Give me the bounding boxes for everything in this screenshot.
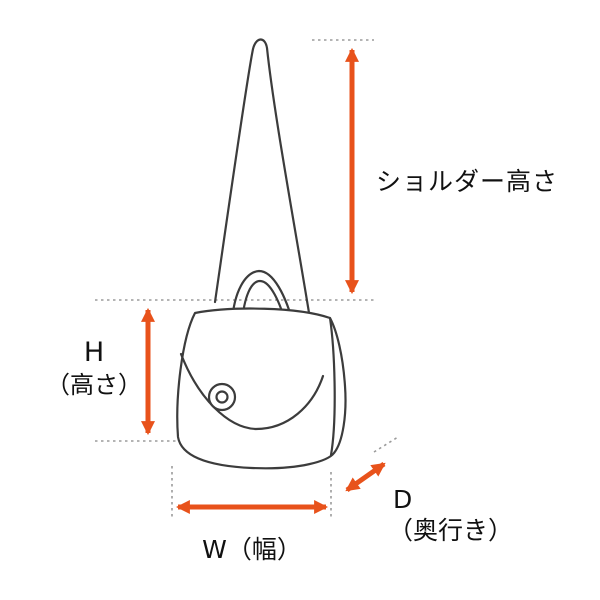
width-label: W（幅） <box>202 535 302 564</box>
shoulder-height-label: ショルダー高さ <box>376 167 559 196</box>
depth-label-letter: D <box>393 485 413 514</box>
guide-depth-top <box>373 436 399 453</box>
depth-label: D （奥行き） <box>388 484 513 546</box>
bag-handle-inner <box>240 279 289 330</box>
bag-body <box>176 307 347 470</box>
bag-strap <box>213 38 312 321</box>
depth-arrow <box>345 461 386 493</box>
bag-clasp-inner <box>215 390 229 404</box>
bag-flap-edge <box>179 352 325 431</box>
bag-handle-outer <box>230 269 296 329</box>
dimension-arrows <box>141 47 386 514</box>
depth-label-name: （奥行き） <box>388 516 514 545</box>
bag-side-seam <box>328 316 336 457</box>
bag-drawing <box>176 38 347 470</box>
height-label-name: （高さ） <box>46 371 142 399</box>
height-label-letter: H <box>83 337 105 368</box>
bag-clasp-outer <box>207 382 237 412</box>
height-label: H （高さ） <box>40 336 148 402</box>
